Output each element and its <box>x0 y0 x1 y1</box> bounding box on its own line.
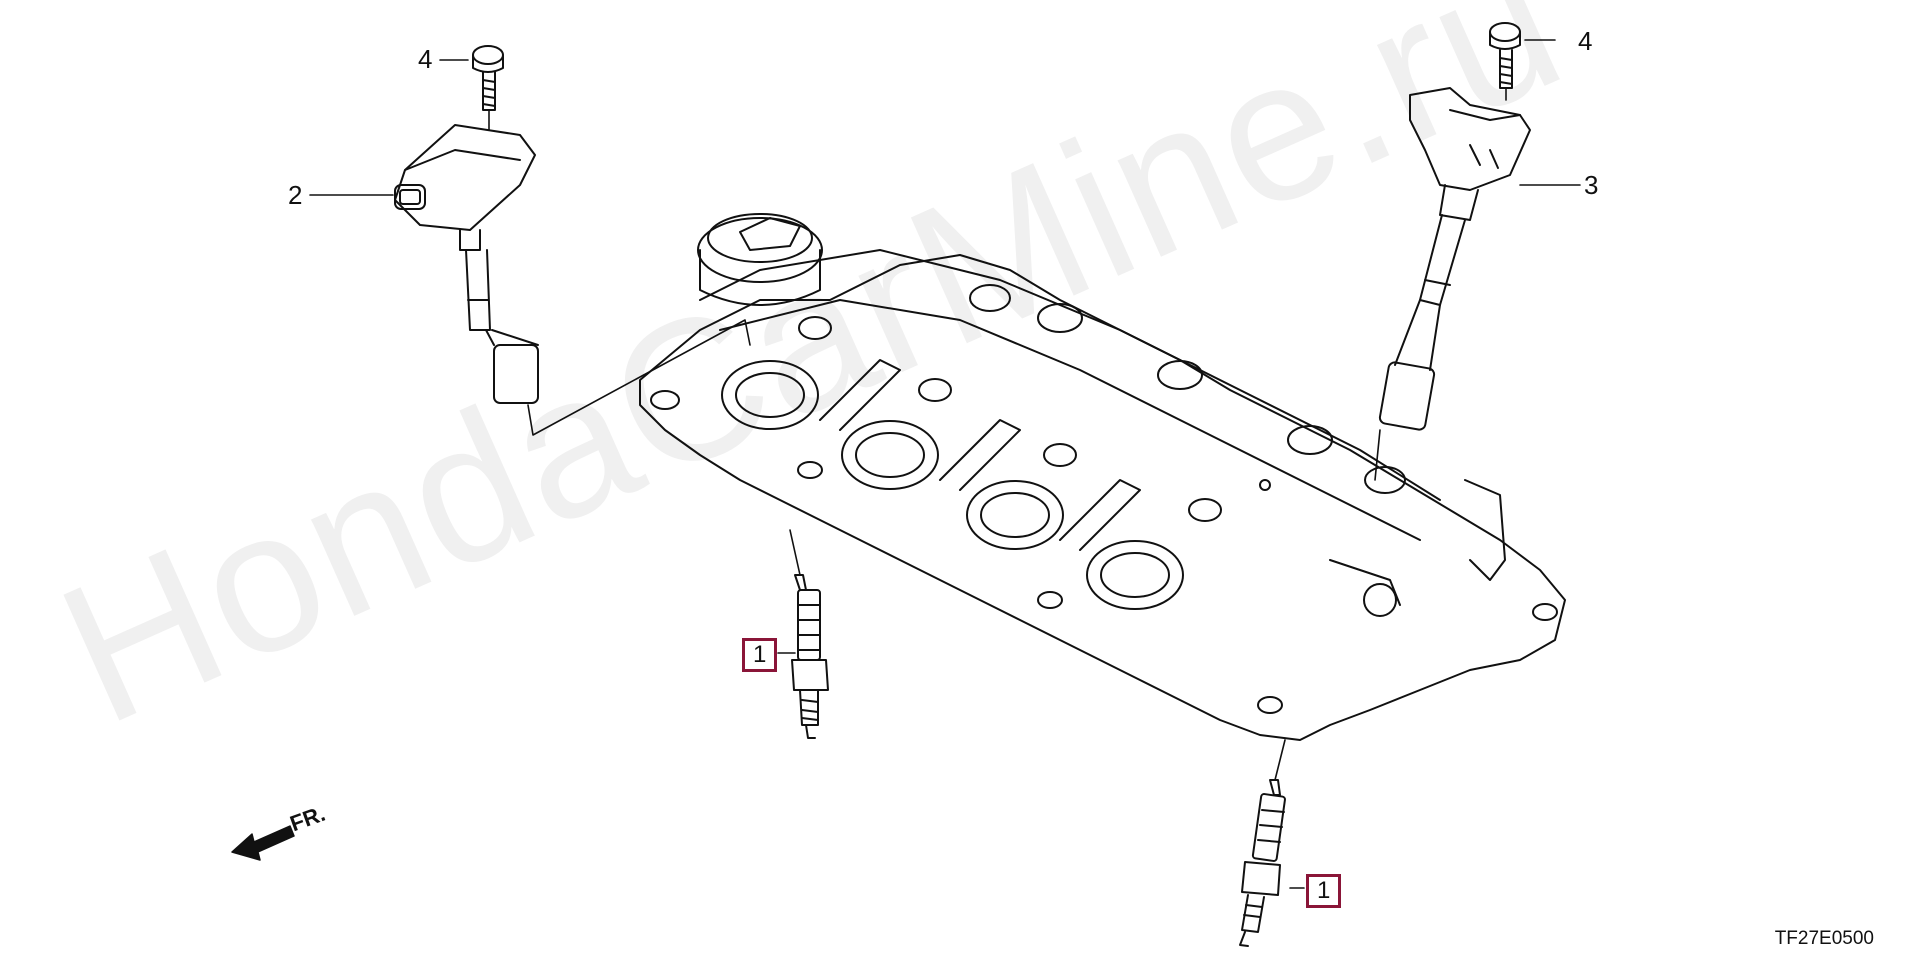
ignition-coil-left[interactable] <box>394 124 539 404</box>
callout-bolt-left[interactable]: 4 <box>418 44 433 74</box>
leader-lines <box>309 39 1581 889</box>
cylinder-head-cover[interactable] <box>639 213 1566 741</box>
front-direction-arrow-icon <box>231 825 295 861</box>
drawing-code: TF27E0500 <box>1774 928 1874 949</box>
bolt-right[interactable] <box>1489 22 1521 89</box>
callout-spark-plug-left[interactable]: 1 <box>742 638 778 672</box>
spark-plug-right[interactable] <box>1239 779 1286 947</box>
callout-coil-right[interactable]: 3 <box>1584 170 1599 200</box>
spark-plug-left[interactable] <box>791 574 829 739</box>
bolt-left[interactable] <box>472 45 504 111</box>
callout-coil-left[interactable]: 2 <box>288 180 303 210</box>
callout-bolt-right[interactable]: 4 <box>1578 26 1593 56</box>
callout-spark-plug-right[interactable]: 1 <box>1306 874 1342 908</box>
ignition-coil-right[interactable] <box>1378 87 1531 431</box>
